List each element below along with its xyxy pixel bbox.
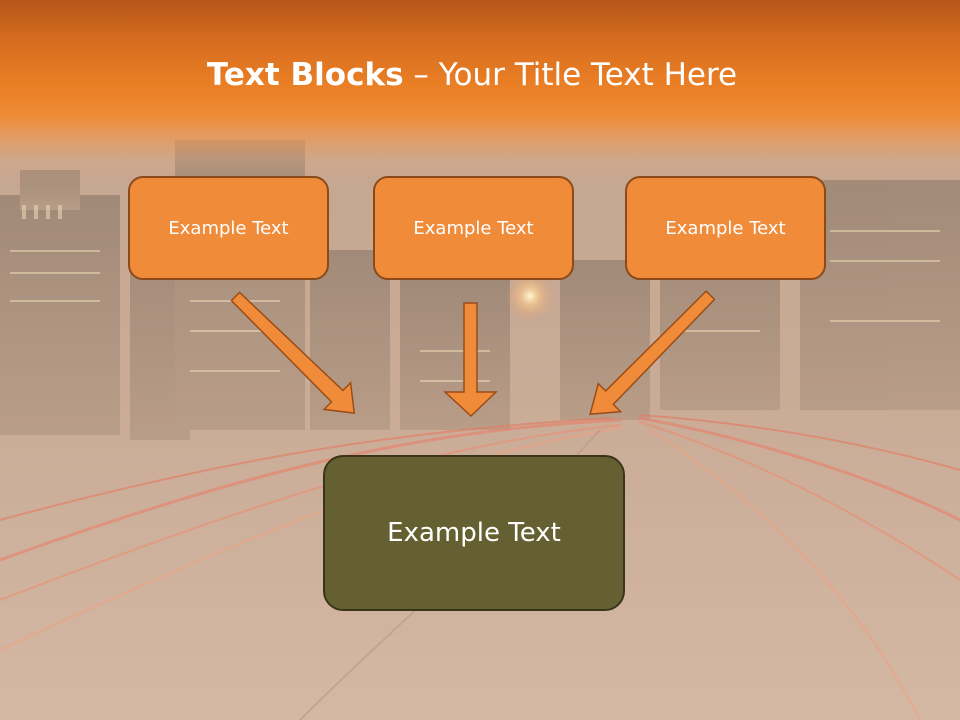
text-block-2-label: Example Text (413, 217, 534, 239)
main-text-block-label: Example Text (387, 518, 561, 548)
text-block-1[interactable]: Example Text (128, 176, 329, 280)
text-block-3[interactable]: Example Text (625, 176, 826, 280)
text-block-2[interactable]: Example Text (373, 176, 574, 280)
slide-title: Text Blocks – Your Title Text Here (0, 52, 944, 98)
header-band (0, 0, 960, 185)
title-bold-part: Text Blocks (206, 57, 404, 93)
arrow-left-icon (230, 291, 356, 414)
text-block-3-label: Example Text (665, 217, 786, 239)
title-regular-part: – Your Title Text Here (403, 57, 738, 93)
arrow-right-icon (589, 290, 716, 416)
text-block-1-label: Example Text (168, 217, 289, 239)
main-text-block[interactable]: Example Text (323, 455, 625, 611)
arrow-center-icon (443, 302, 498, 418)
